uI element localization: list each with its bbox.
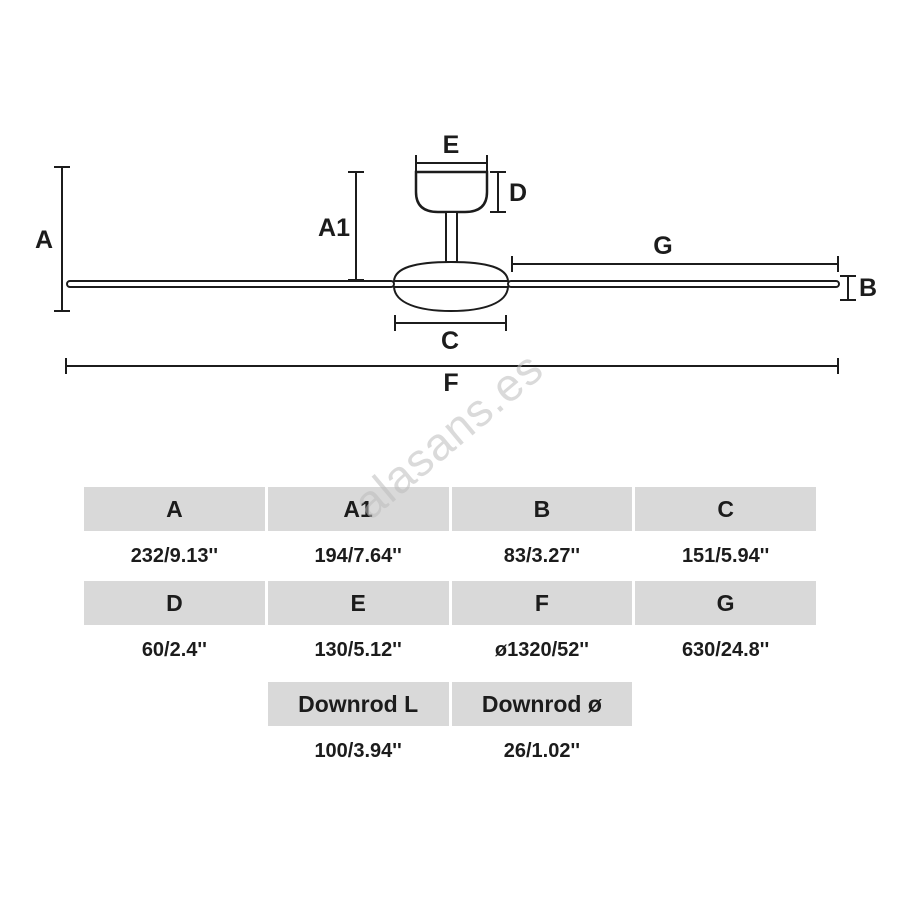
dim-label-f: F	[443, 369, 458, 397]
table-header-cell-spacer	[635, 682, 816, 726]
table-header-cell-downrod-l: Downrod L	[267, 682, 449, 726]
table-value-cell-spacer	[84, 726, 265, 776]
table-value-row-3: 100/3.94'' 26/1.02''	[84, 726, 816, 776]
ceiling-canopy	[414, 170, 489, 214]
table-header-cell-f: F	[451, 581, 633, 625]
table-header-cell-a1: A1	[267, 487, 449, 531]
fan-dimension-diagram: A A1 E D G B C F	[35, 131, 877, 397]
dimension-table: A A1 B C 232/9.13'' 194/7.64'' 83/3.27''…	[84, 487, 816, 776]
dim-line-d	[490, 171, 506, 213]
table-header-cell-downrod-d: Downrod ø	[451, 682, 633, 726]
table-value-cell-d: 60/2.4''	[141, 638, 207, 661]
fan-blade-right	[507, 280, 840, 288]
table-header-cell-spacer	[84, 682, 265, 726]
table-value-row-1: 232/9.13'' 194/7.64'' 83/3.27'' 151/5.94…	[84, 531, 816, 581]
table-value-cell-downrod-d: 26/1.02''	[503, 739, 580, 762]
dim-line-e	[415, 155, 488, 171]
dim-label-a1: A1	[318, 214, 350, 242]
dim-line-g	[511, 256, 839, 272]
motor-housing-top	[392, 260, 510, 282]
dim-line-b	[840, 275, 856, 301]
dim-line-a1	[348, 171, 364, 281]
table-value-row-2: 60/2.4'' 130/5.12'' ø1320/52'' 630/24.8'…	[84, 625, 816, 675]
dim-label-b: B	[859, 274, 877, 302]
table-value-cell-spacer	[635, 726, 816, 776]
table-value-cell-b: 83/3.27''	[503, 544, 580, 567]
dim-label-d: D	[509, 179, 527, 207]
table-value-cell-a: 232/9.13''	[130, 544, 219, 567]
table-value-cell-a1: 194/7.64''	[314, 544, 402, 567]
dim-line-f	[65, 358, 839, 374]
motor-housing-bottom	[392, 286, 510, 313]
table-value-cell-downrod-l: 100/3.94''	[314, 739, 402, 762]
dim-label-e: E	[443, 131, 460, 159]
table-header-row-2: D E F G	[84, 581, 816, 625]
dim-label-g: G	[653, 232, 672, 260]
table-value-cell-e: 130/5.12''	[314, 638, 402, 661]
table-header-cell-g: G	[635, 581, 816, 625]
fan-blade-left	[66, 280, 395, 288]
dim-label-c: C	[441, 327, 459, 355]
dim-line-a	[54, 166, 70, 312]
table-header-row-1: A A1 B C	[84, 487, 816, 531]
table-header-cell-c: C	[635, 487, 816, 531]
table-header-cell-e: E	[267, 581, 449, 625]
downrod	[445, 211, 458, 263]
dim-label-a: A	[35, 226, 53, 254]
table-header-cell-b: B	[451, 487, 633, 531]
table-value-cell-c: 151/5.94''	[681, 544, 770, 567]
dim-line-c	[394, 315, 507, 331]
table-header-cell-a: A	[84, 487, 265, 531]
table-value-cell-f: ø1320/52''	[494, 638, 589, 661]
table-header-cell-d: D	[84, 581, 265, 625]
table-value-cell-g: 630/24.8''	[681, 638, 770, 661]
table-header-row-3: Downrod L Downrod ø	[84, 682, 816, 726]
